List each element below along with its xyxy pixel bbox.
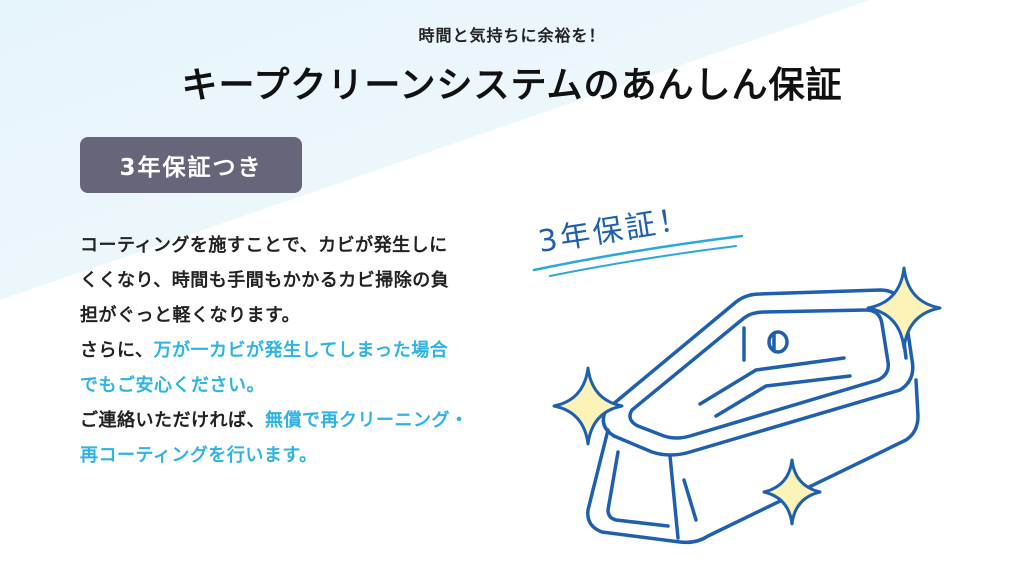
guarantee-badge: 3年保証つき [80, 137, 302, 193]
description-line: さらに、万が一カビが発生してしまった場合 [80, 333, 500, 368]
description-highlight: でもご安心ください。 [80, 375, 265, 396]
description-highlight: 無償で再クリーニング・ [265, 410, 469, 431]
sparkle-icon [762, 458, 822, 526]
description-prefix: ご連絡いただければ、 [80, 410, 265, 431]
bathtub-illustration: 3年保証！ [532, 201, 942, 545]
description-highlight: 再コーティングを行います。 [80, 445, 318, 466]
description-highlight: 万が一カビが発生してしまった場合 [153, 340, 449, 361]
handwritten-label-text: 3年保証！ [536, 201, 694, 260]
description-line: くくなり、時間も手間もかかるカビ掃除の負 [80, 270, 450, 291]
description-line: ご連絡いただければ、無償で再クリーニング・ [80, 403, 500, 438]
sparkle-icon [866, 266, 942, 350]
page-title: キープクリーンシステムのあんしん保証 [181, 65, 843, 106]
description-line: 担がぐっと軽くなります。 [80, 305, 301, 326]
handwritten-guarantee-label: 3年保証！ [532, 201, 744, 277]
page-subtitle: 時間と気持ちに余裕を！ [418, 26, 606, 45]
description-prefix: さらに、 [80, 340, 154, 361]
description-line: コーティングを施すことで、カビが発生しに [80, 235, 448, 256]
sparkle-icon [552, 366, 624, 446]
description-text: コーティングを施すことで、カビが発生しに くくなり、時間も手間もかかるカビ掃除の… [80, 228, 500, 473]
bathtub-icon [586, 288, 920, 545]
